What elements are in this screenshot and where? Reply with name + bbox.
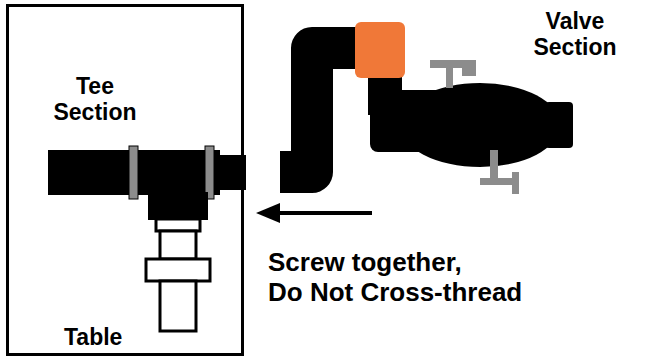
drain-stem xyxy=(490,150,498,182)
arrow-shaft xyxy=(272,211,372,215)
valve-body xyxy=(400,83,560,167)
fitting-end xyxy=(160,281,196,331)
tee-section xyxy=(48,146,246,331)
section-label: Tee Section xyxy=(39,73,151,126)
arrow-head xyxy=(256,203,280,223)
drain-tap xyxy=(512,172,519,194)
orange-coupling xyxy=(355,22,405,78)
fitting-nut xyxy=(146,259,210,281)
instruction-note: Screw together, Do Not Cross-thread xyxy=(268,248,638,308)
collar xyxy=(129,146,138,199)
fitting-body xyxy=(160,231,196,259)
table-label: Table xyxy=(64,324,154,350)
note-line: Do Not Cross-thread xyxy=(268,278,638,308)
note-line: Screw together, xyxy=(268,248,638,278)
drain-bar xyxy=(480,178,516,185)
handle-stem xyxy=(446,66,453,88)
part-label: Valve Section xyxy=(522,8,628,61)
handle-knob xyxy=(462,60,476,76)
collar xyxy=(205,146,214,199)
fitting-ring xyxy=(156,219,200,231)
valve-outlet xyxy=(545,102,573,148)
valve-section xyxy=(280,22,573,194)
elbow-pipe xyxy=(280,48,362,172)
direction-arrow xyxy=(256,203,372,223)
table-outline: Tee SectionTable xyxy=(6,4,244,356)
tee-branch xyxy=(148,192,208,220)
